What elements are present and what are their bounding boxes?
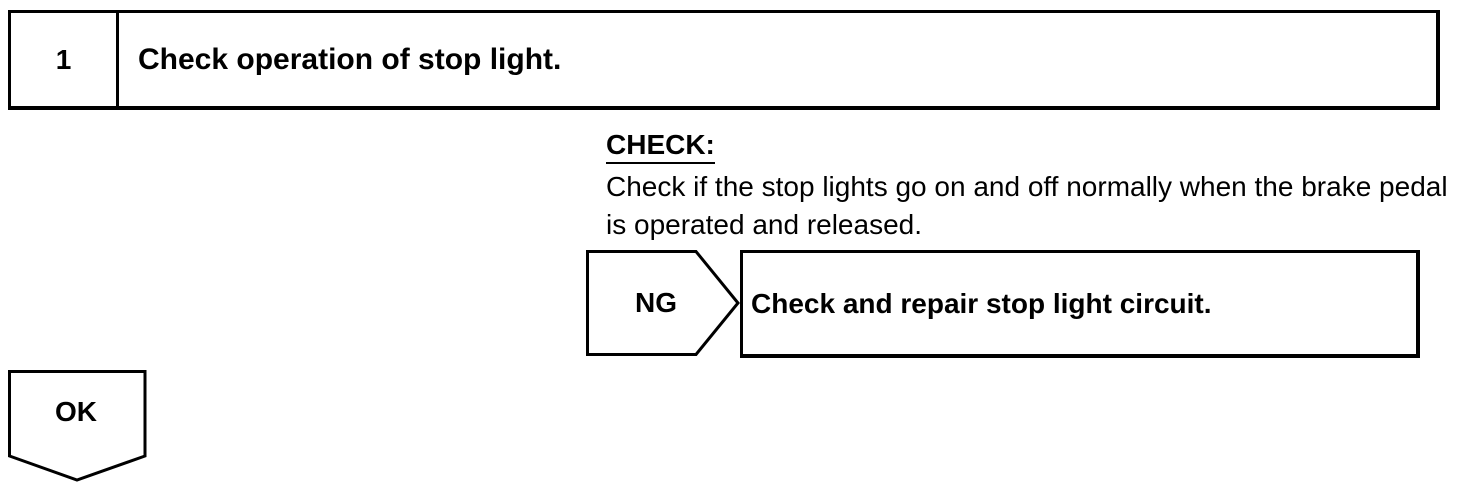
- ok-arrow-shape: [8, 370, 147, 482]
- ng-label: NG: [635, 287, 677, 318]
- step-header-box: 1 Check operation of stop light.: [8, 10, 1440, 110]
- step-title: Check operation of stop light.: [138, 42, 562, 76]
- check-instructions: Check if the stop lights go on and off n…: [606, 171, 1448, 240]
- check-heading: CHECK:: [606, 128, 715, 164]
- ng-arrow-shape: [586, 250, 740, 356]
- step-number: 1: [11, 13, 119, 106]
- ng-result-box: Check and repair stop light circuit.: [740, 250, 1420, 358]
- ok-label: OK: [55, 396, 97, 427]
- ng-result-text: Check and repair stop light circuit.: [751, 287, 1212, 319]
